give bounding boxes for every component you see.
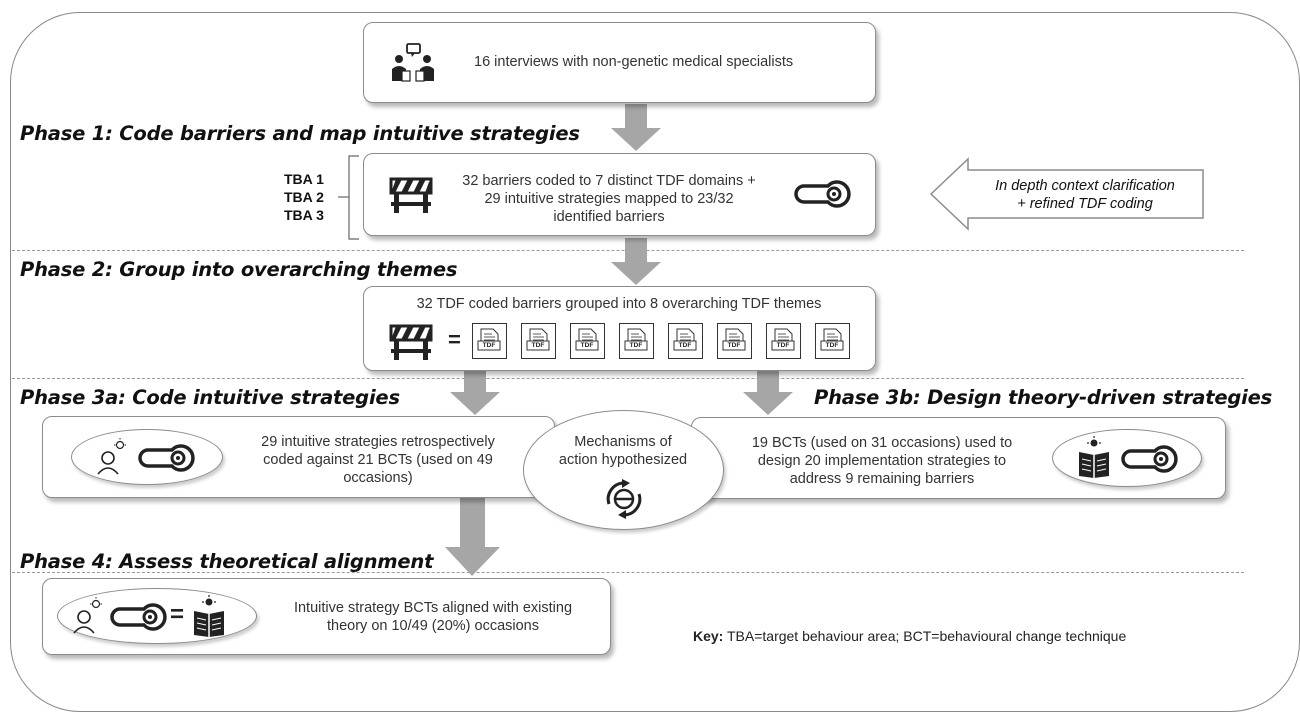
phase2-title: Phase 2: Group into overarching themes [20,258,458,281]
tba-bracket [338,155,359,240]
phase3a-line-1: 29 intuitive strategies retrospectively [261,434,495,450]
arrow-down-3a [450,368,500,415]
phase2-equals: = [448,327,461,352]
mechanisms-line-2: action hypothesized [558,452,688,468]
divider-2 [12,378,1244,379]
tdf-theme-doc-icon: TDF [570,323,605,359]
phase3b-line-3: address 9 remaining barriers [789,471,975,487]
tdf-theme-doc-icon: TDF [521,323,556,359]
phase4-line-1: Intuitive strategy BCTs aligned with exi… [293,600,573,616]
tdf-doc-label: TDF [629,342,643,349]
tdf-doc-label: TDF [580,342,594,349]
context-clarification-arrow [929,157,1204,231]
side-note-line-2: + refined TDF coding [1017,196,1153,212]
tdf-doc-label: TDF [727,342,741,349]
tdf-theme-doc-icon: TDF [619,323,654,359]
mechanisms-line-1: Mechanisms of [574,434,672,450]
phase3b-line-1: 19 BCTs (used on 31 occasions) used to [751,435,1013,451]
book-idea-icon [1079,436,1109,478]
phase4-equals: = [170,601,185,628]
phase3b-icon-ellipse [1052,429,1202,487]
phase1-title: Phase 1: Code barriers and map intuitive… [20,122,580,145]
tdf-doc-label: TDF [482,342,496,349]
strategy-key-icon [794,180,851,208]
phase3a-box: 29 intuitive strategies retrospectively … [42,416,555,498]
tdf-theme-doc-icon: TDF [472,323,507,359]
strategy-key-icon [1121,445,1178,473]
side-note-line-1: In depth context clarification [995,178,1175,194]
tdf-doc-label: TDF [678,342,692,349]
phase1-box: 32 barriers coded to 7 distinct TDF doma… [363,153,876,236]
phase4-line-2: theory on 10/49 (20%) occasions [327,618,539,634]
arrow-down-2 [611,238,661,285]
phase3b-title: Phase 3b: Design theory-driven strategie… [814,386,1273,409]
interview-people-icon [392,43,434,82]
phase4-title: Phase 4: Assess theoretical alignment [20,550,434,573]
tdf-theme-doc-icon: TDF [717,323,752,359]
key-label: Key: [693,628,724,644]
tba-1: TBA 1 [284,171,324,187]
tdf-theme-doc-icon: TDF [766,323,801,359]
tba-2: TBA 2 [284,189,324,205]
arrow-down-3b [743,368,793,415]
phase3b-line-2: design 20 implementation strategies to [757,453,1007,469]
tdf-doc-label: TDF [776,342,790,349]
interviews-box: 16 interviews with non-genetic medical s… [363,22,876,103]
mechanism-cycle-icon [606,479,642,519]
strategy-key-icon [138,444,195,472]
phase4-icon-ellipse: = [57,588,257,644]
divider-3 [12,572,1244,573]
barrier-icon [389,177,433,213]
strategy-key-icon [110,603,167,631]
person-idea-icon [97,438,126,475]
phase3a-line-2: coded against 21 BCTs (used on 49 [263,452,493,468]
phase2-box: 32 TDF coded barriers grouped into 8 ove… [363,286,876,371]
tdf-doc-label: TDF [531,342,545,349]
phase1-line-3: identified barriers [553,209,665,225]
phase2-text: 32 TDF coded barriers grouped into 8 ove… [416,296,822,312]
arrow-down-4 [445,497,500,576]
key-text: TBA=target behaviour area; BCT=behaviour… [723,628,1127,644]
phase1-line-1: 32 barriers coded to 7 distinct TDF doma… [462,173,756,189]
phase3a-icon-ellipse [71,429,223,485]
phase3a-title: Phase 3a: Code intuitive strategies [20,386,400,409]
phase4-box: = Intuitive strategy BCTs aligned with e… [42,578,611,655]
person-idea-icon [73,597,102,634]
interviews-text: 16 interviews with non-genetic medical s… [474,54,794,70]
barrier-icon [389,324,433,360]
phase3a-line-3: occasions) [343,470,413,486]
arrow-down-1 [611,104,661,151]
phase1-line-2: 29 intuitive strategies mapped to 23/32 [484,191,734,207]
tdf-theme-doc-icon: TDF [815,323,850,359]
book-idea-icon [194,595,224,637]
phase3b-box: 19 BCTs (used on 31 occasions) used to d… [691,417,1226,499]
tdf-doc-label: TDF [825,342,839,349]
key-legend: Key: TBA=target behaviour area; BCT=beha… [693,628,1126,644]
mechanisms-ellipse: Mechanisms of action hypothesized [523,410,724,530]
tdf-theme-doc-icon: TDF [668,323,703,359]
tba-3: TBA 3 [284,207,324,223]
